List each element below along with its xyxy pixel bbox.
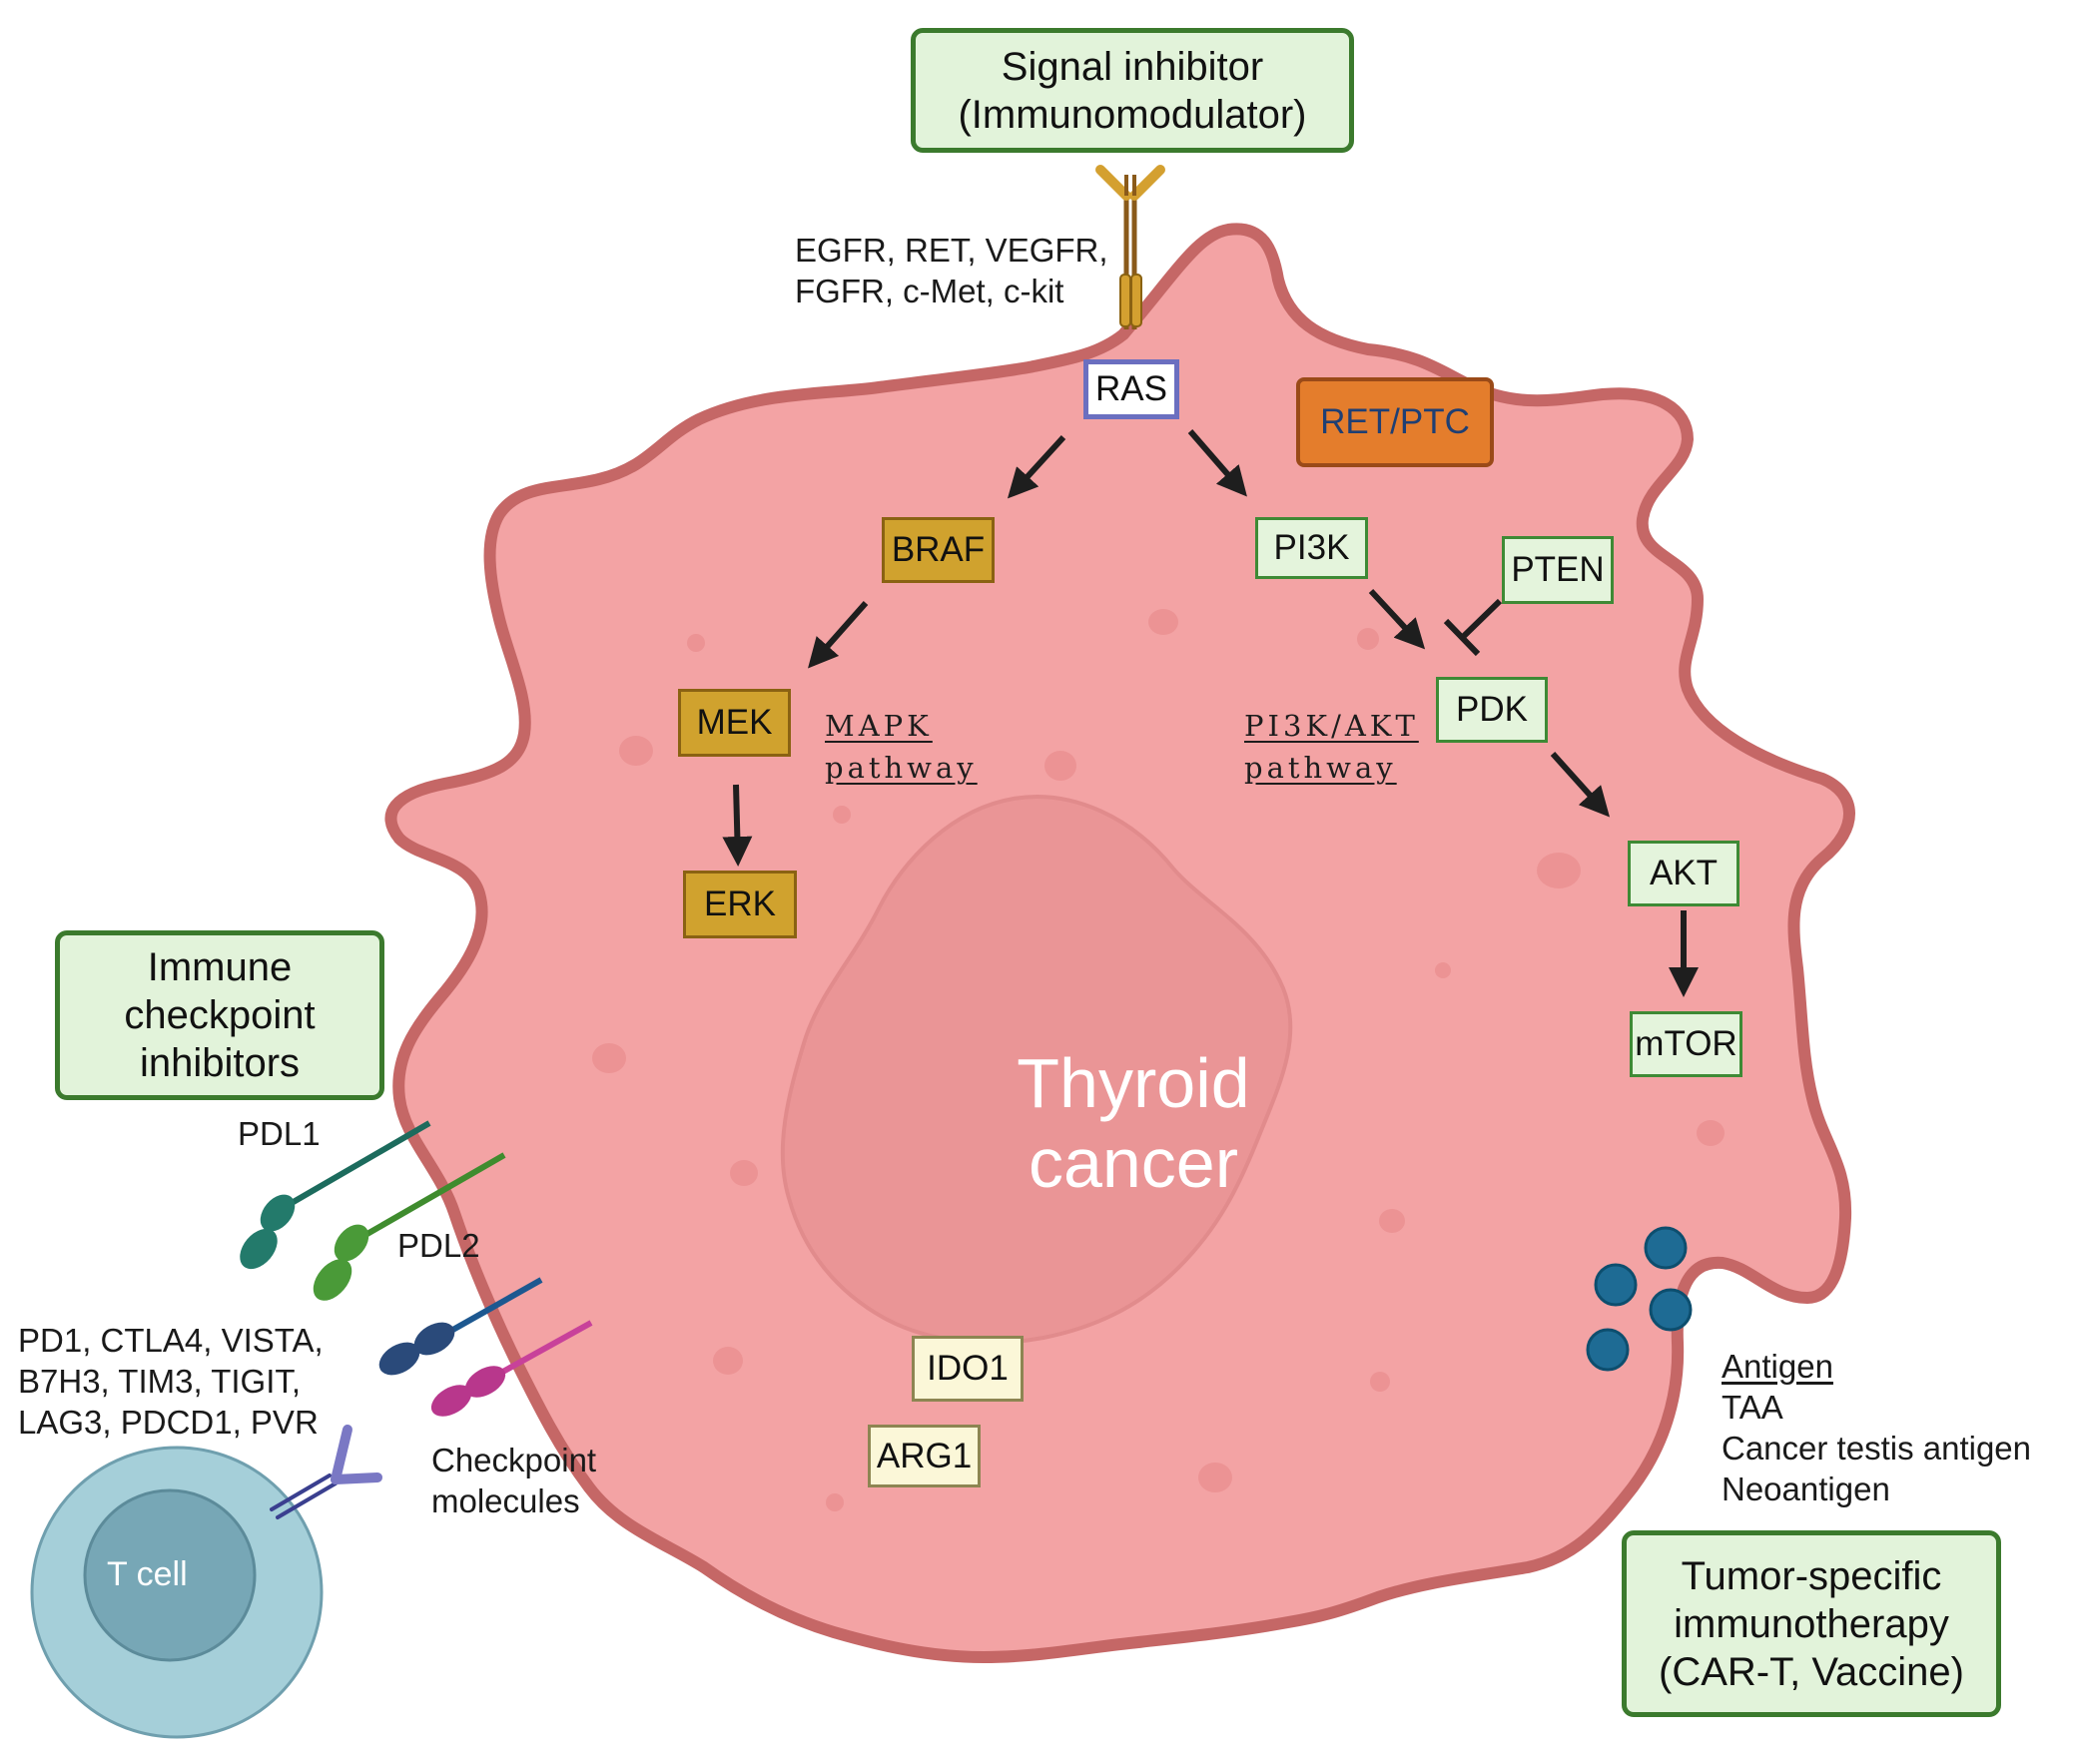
antigen-list: Antigen TAA Cancer testis antigen Neoant… [1722,1346,2031,1509]
mapk-pathway-label: MAPK pathway [825,705,978,789]
ret-ptc-node: RET/PTC [1296,377,1494,467]
nucleus [780,795,1293,1345]
arrow-ras-braf [1007,434,1066,499]
blue-checkpoint-molecule-icon [378,1277,543,1376]
immune-checkpoint-line-3: inhibitors [139,1041,301,1085]
t-cell [30,1446,324,1739]
pi3k-node: PI3K [1255,517,1368,579]
checkpoint-molecules-line-2: molecules [431,1482,580,1519]
signal-inhibitor-line-1: Signal inhibitor [1001,44,1264,89]
antigen-item-1: TAA [1722,1389,1783,1426]
tumor-specific-box: Tumor-specific immunotherapy (CAR-T, Vac… [1622,1530,2001,1717]
antigen-item-3: Neoantigen [1722,1470,1890,1507]
magenta-checkpoint-molecule-icon [430,1320,593,1417]
pdl2-label: PDL2 [397,1227,480,1264]
pdl1-ligand-icon [240,1120,431,1270]
mek-node: MEK [678,689,791,757]
pdk-node: PDK [1436,677,1548,743]
braf-node: BRAF [882,517,995,583]
tumor-specific-line-3: (CAR-T, Vaccine) [1659,1649,1964,1694]
receptor-antibody-icon [1095,165,1165,329]
checkpoint-receptor-line-3: LAG3, PDCD1, PVR [18,1404,319,1441]
pdl2-ligand-icon [313,1152,506,1301]
thyroid-cancer-line-1: Thyroid [1017,1044,1250,1122]
t-cell-label: T cell [107,1555,188,1593]
mtor-node: mTOR [1630,1011,1742,1077]
checkpoint-receptor-line-1: PD1, CTLA4, VISTA, [18,1322,324,1359]
pten-node: PTEN [1502,536,1614,604]
tumor-specific-line-1: Tumor-specific [1681,1553,1942,1598]
antigen-item-2: Cancer testis antigen [1722,1430,2032,1467]
arrow-pi3k-pdk [1368,588,1426,650]
arrow-mek-erk [722,784,753,867]
t-cell-receptor-icon [270,1425,382,1519]
antigen-heading: Antigen [1722,1348,1833,1385]
cytoplasm-speckles [592,609,1725,1511]
pathway-arrows [722,429,1699,997]
checkpoint-receptor-list: PD1, CTLA4, VISTA, B7H3, TIM3, TIGIT, LA… [18,1320,324,1443]
inhibit-bar [1443,618,1481,657]
thyroid-cancer-line-2: cancer [1028,1124,1239,1202]
thyroid-cancer-label: Thyroid cancer [1009,1043,1258,1203]
receptor-list-line-1: EGFR, RET, VEGFR, [795,232,1108,269]
receptor-list-line-2: FGFR, c-Met, c-kit [795,273,1064,309]
arrow-pdk-akt [1550,751,1611,818]
inhibit-pten-pdk [1459,598,1503,641]
pdl1-label: PDL1 [238,1115,321,1152]
erk-node: ERK [683,871,797,938]
akt-node: AKT [1628,841,1739,906]
pi3k-akt-pathway-label: PI3K/AKT pathway [1244,705,1419,789]
receptor-list: EGFR, RET, VEGFR, FGFR, c-Met, c-kit [795,230,1108,311]
signal-inhibitor-line-2: (Immunomodulator) [958,92,1307,137]
pi3k-akt-pathway-line-2: pathway [1244,751,1397,785]
ras-node: RAS [1083,359,1179,419]
immune-checkpoint-line-2: checkpoint [124,993,316,1037]
checkpoint-molecules-line-1: Checkpoint [431,1442,597,1478]
immune-checkpoint-box: Immune checkpoint inhibitors [55,930,384,1100]
arrow-braf-mek [808,601,869,669]
arrow-ras-pi3k [1187,429,1247,497]
immune-checkpoint-line-1: Immune [147,945,293,989]
signal-inhibitor-box: Signal inhibitor (Immunomodulator) [911,28,1354,153]
antigen-dots [1586,1226,1693,1372]
ido1-node: IDO1 [912,1336,1024,1402]
tumor-specific-line-2: immunotherapy [1674,1601,1949,1646]
checkpoint-molecules-label: Checkpoint molecules [431,1440,596,1521]
pi3k-akt-pathway-line-1: PI3K/AKT [1244,709,1419,743]
mapk-pathway-line-1: MAPK [825,709,933,743]
checkpoint-receptor-line-2: B7H3, TIM3, TIGIT, [18,1363,302,1400]
arg1-node: ARG1 [868,1425,981,1487]
mapk-pathway-line-2: pathway [825,751,978,785]
